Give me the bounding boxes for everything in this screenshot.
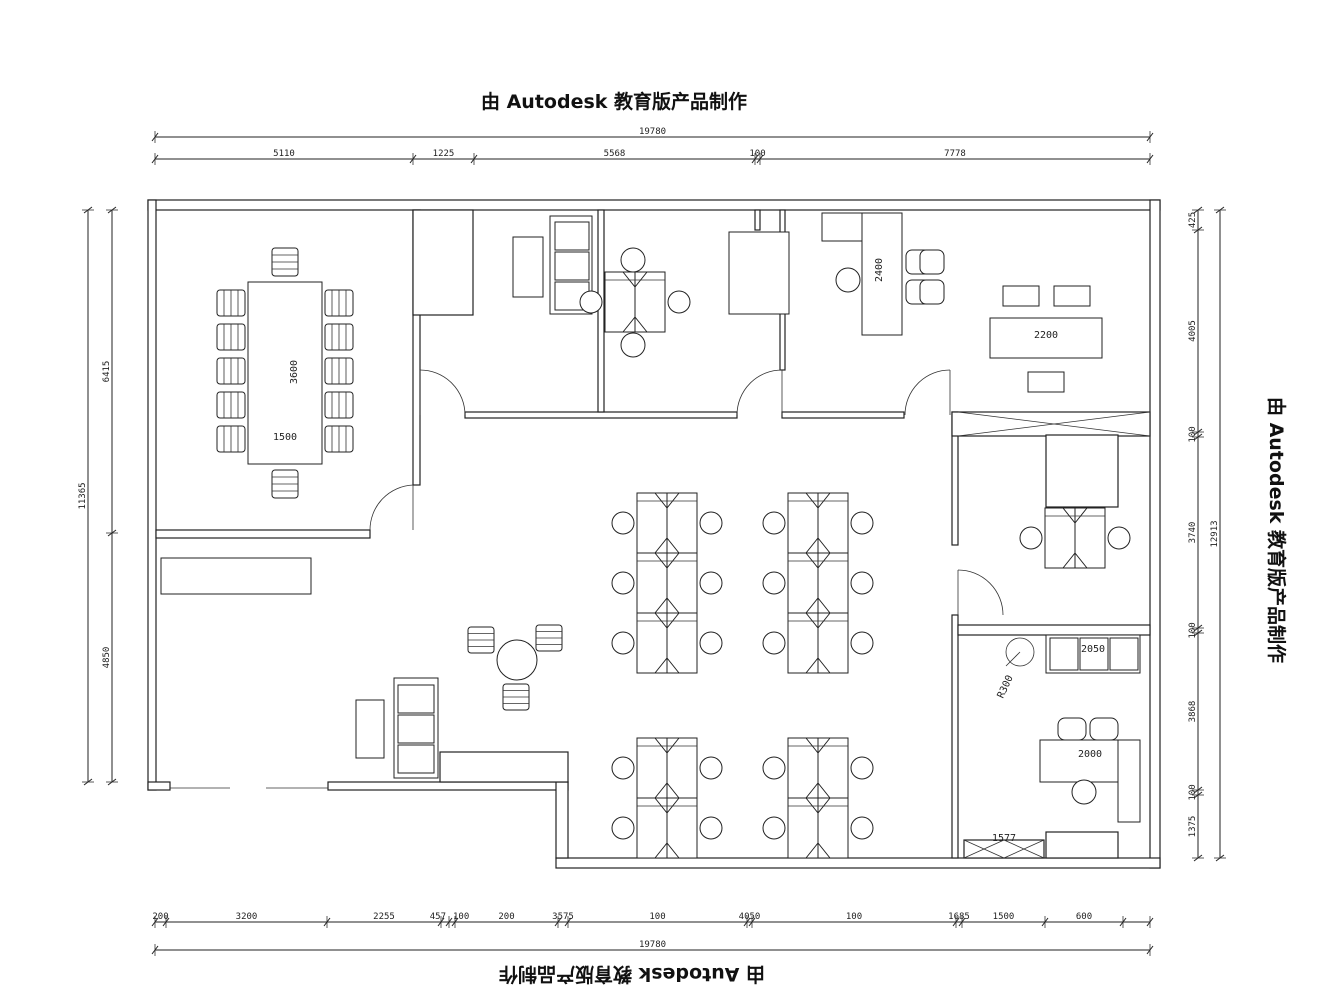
watermark-right: 由 Autodesk 教育版产品制作 [1265,397,1288,663]
label-meeting-table-length: 3600 [289,360,300,384]
workstation [762,797,874,859]
dim-right-total-label: 12913 [1210,520,1220,547]
office-chair [1057,717,1087,741]
dim-right-label: 4005 [1188,320,1198,342]
chair [324,323,354,351]
dim-bottom-label: 200 [152,912,168,922]
dim-top-label: 5568 [604,149,626,159]
dim-bottom-total-label: 19780 [639,940,666,950]
dim-left-label: 6415 [102,361,112,383]
dim-right-label: 3868 [1188,701,1198,723]
dim-bottom-label: 3200 [236,912,258,922]
dim-right-label: 1375 [1188,816,1198,838]
dim-right-label: 100 [1188,784,1198,800]
chair [216,425,246,453]
sofa-cushion [1079,637,1109,671]
workstation [611,797,723,859]
dim-right-label: 425 [1188,212,1198,228]
workstation [611,552,723,614]
office-chair [1071,779,1097,805]
chair [216,391,246,419]
workstation [762,612,874,674]
dim-top-label: 100 [749,149,765,159]
dim-right-label: 3740 [1188,522,1198,544]
dim-right-label: 100 [1188,426,1198,442]
sofa-cushion [397,684,435,714]
office-chair [620,247,646,273]
chair [216,357,246,385]
chair [324,289,354,317]
workstation [762,737,874,799]
workstation [762,492,874,554]
workstation [762,552,874,614]
dim-top-total-label: 19780 [639,127,666,137]
office-chair [1089,717,1119,741]
chair [271,247,299,277]
sofa-cushion [554,251,590,281]
chair [535,624,563,652]
dim-bottom-label: 600 [1076,912,1092,922]
workstation [611,612,723,674]
workstation [611,492,723,554]
sofa-cushion [1049,637,1079,671]
sofa-cushion [1109,637,1139,671]
dim-bottom-label: 1685 [948,912,970,922]
furniture [160,212,1141,859]
label-meeting-table-width: 1500 [273,432,297,443]
chair [271,469,299,499]
watermark-top: 由 Autodesk 教育版产品制作 [481,90,747,113]
dim-bottom-label: 100 [453,912,469,922]
dim-bottom-label: 4050 [739,912,761,922]
sofa-cushion [397,744,435,774]
chair [502,683,530,711]
workstation [611,737,723,799]
chair [324,425,354,453]
office-chair [835,267,861,293]
sofa-cushion [554,221,590,251]
label-storage: 1577 [992,833,1016,844]
office-chair [620,332,646,358]
label-office-desk: 2400 [874,258,885,282]
dim-bottom-label: 200 [498,912,514,922]
watermark-bottom: 由 Autodesk 教育版产品制作 [499,963,765,986]
walls [147,199,1161,869]
dim-left-total-label: 11365 [78,482,88,509]
dim-top-label: 7778 [944,149,966,159]
office-chair [919,249,945,275]
dim-bottom-label: 100 [649,912,665,922]
dim-bottom-label: 3575 [552,912,574,922]
workstation [579,271,691,333]
doors [369,369,1035,667]
label-manager-desk: 2000 [1078,749,1102,760]
chair [216,323,246,351]
workstation [1019,507,1131,569]
room-labels: 3600 1500 2400 2200 2050 2000 1577 R300 [273,258,1105,844]
dim-bottom-label: 457 [430,912,446,922]
dim-top-label: 5110 [273,149,295,159]
chair [324,357,354,385]
dim-left-label: 4850 [102,647,112,669]
dim-top-label: 1225 [433,149,455,159]
label-sofa: 2050 [1081,644,1105,655]
dim-bottom-label: 100 [846,912,862,922]
chair [324,391,354,419]
dim-bottom-label: 2255 [373,912,395,922]
chair [216,289,246,317]
label-door-radius: R300 [996,674,1016,700]
office-chair [919,279,945,305]
dim-bottom-label: 1500 [993,912,1015,922]
dimension-lines: 19780 5110 1225 5568 100 7778 200 3200 2255 457 10… [78,127,1226,956]
dim-right-label: 100 [1188,622,1198,638]
sofa-cushion [397,714,435,744]
label-cabinet: 2200 [1034,330,1058,341]
chair [467,626,495,654]
